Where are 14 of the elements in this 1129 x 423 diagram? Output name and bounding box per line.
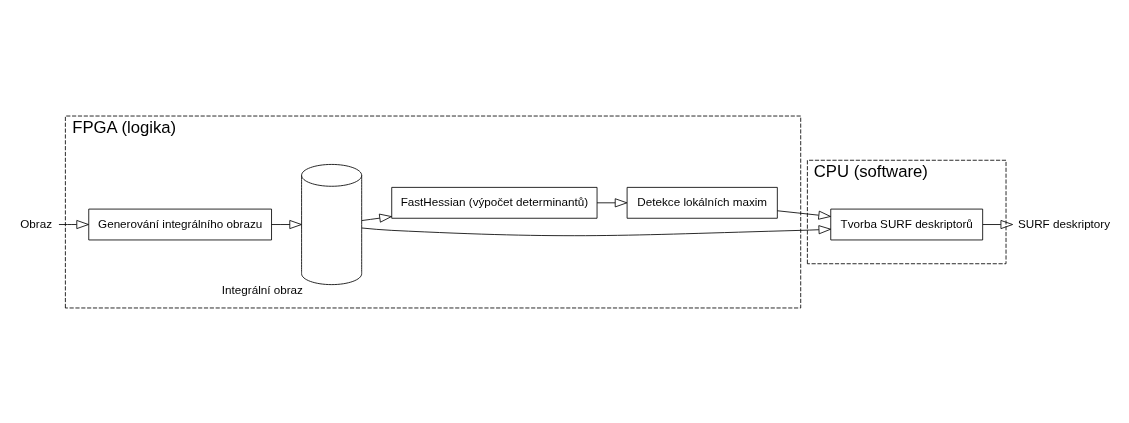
arrow	[777, 209, 831, 220]
node-box: Detekce lokálních maxim	[626, 186, 778, 219]
node-box: FastHessian (výpočet determinantů)	[391, 186, 598, 219]
arrow	[58, 219, 89, 229]
node-label: Integrální obraz	[221, 282, 303, 296]
arrow	[361, 213, 392, 223]
node-box: Generování integrálního obrazu	[88, 208, 272, 240]
arrow	[982, 219, 1014, 229]
node-text: SURF deskriptory	[1017, 216, 1111, 230]
arrow	[361, 224, 832, 236]
node-text: Obraz	[20, 216, 53, 230]
node-box: Tvorba SURF deskriptorů	[830, 208, 984, 240]
arrow	[271, 219, 302, 229]
arrow	[596, 197, 628, 207]
